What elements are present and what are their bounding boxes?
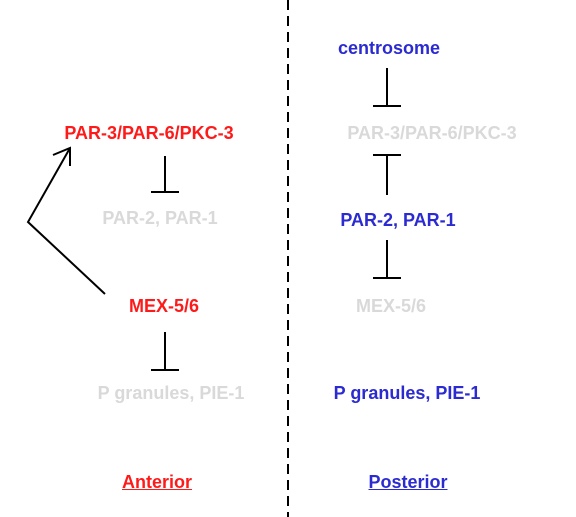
activation-arrow-mex-to-par3 (26, 146, 106, 295)
anterior-mex56: MEX-5/6 (128, 296, 200, 316)
anterior-p-granules: P granules, PIE-1 (97, 383, 245, 403)
posterior-mex56: MEX-5/6 (355, 296, 427, 316)
anterior-par2-par1: PAR-2, PAR-1 (102, 208, 218, 228)
inhibition-centrosome-to-par3-posterior (373, 68, 401, 107)
anterior-title: Anterior (121, 472, 193, 492)
inhibition-mex-to-pgranules-anterior (151, 332, 179, 371)
posterior-title: Posterior (368, 472, 448, 492)
posterior-centrosome: centrosome (337, 38, 441, 58)
inhibition-par2-to-par3-posterior (373, 154, 401, 195)
posterior-par3-complex: PAR-3/PAR-6/PKC-3 (347, 123, 517, 143)
anterior-par3-complex: PAR-3/PAR-6/PKC-3 (64, 123, 234, 143)
inhibition-par2-to-mex-posterior (373, 240, 401, 279)
inhibition-par3-to-par2-anterior (151, 156, 179, 193)
posterior-p-granules: P granules, PIE-1 (333, 383, 481, 403)
posterior-par2-par1: PAR-2, PAR-1 (340, 210, 456, 230)
